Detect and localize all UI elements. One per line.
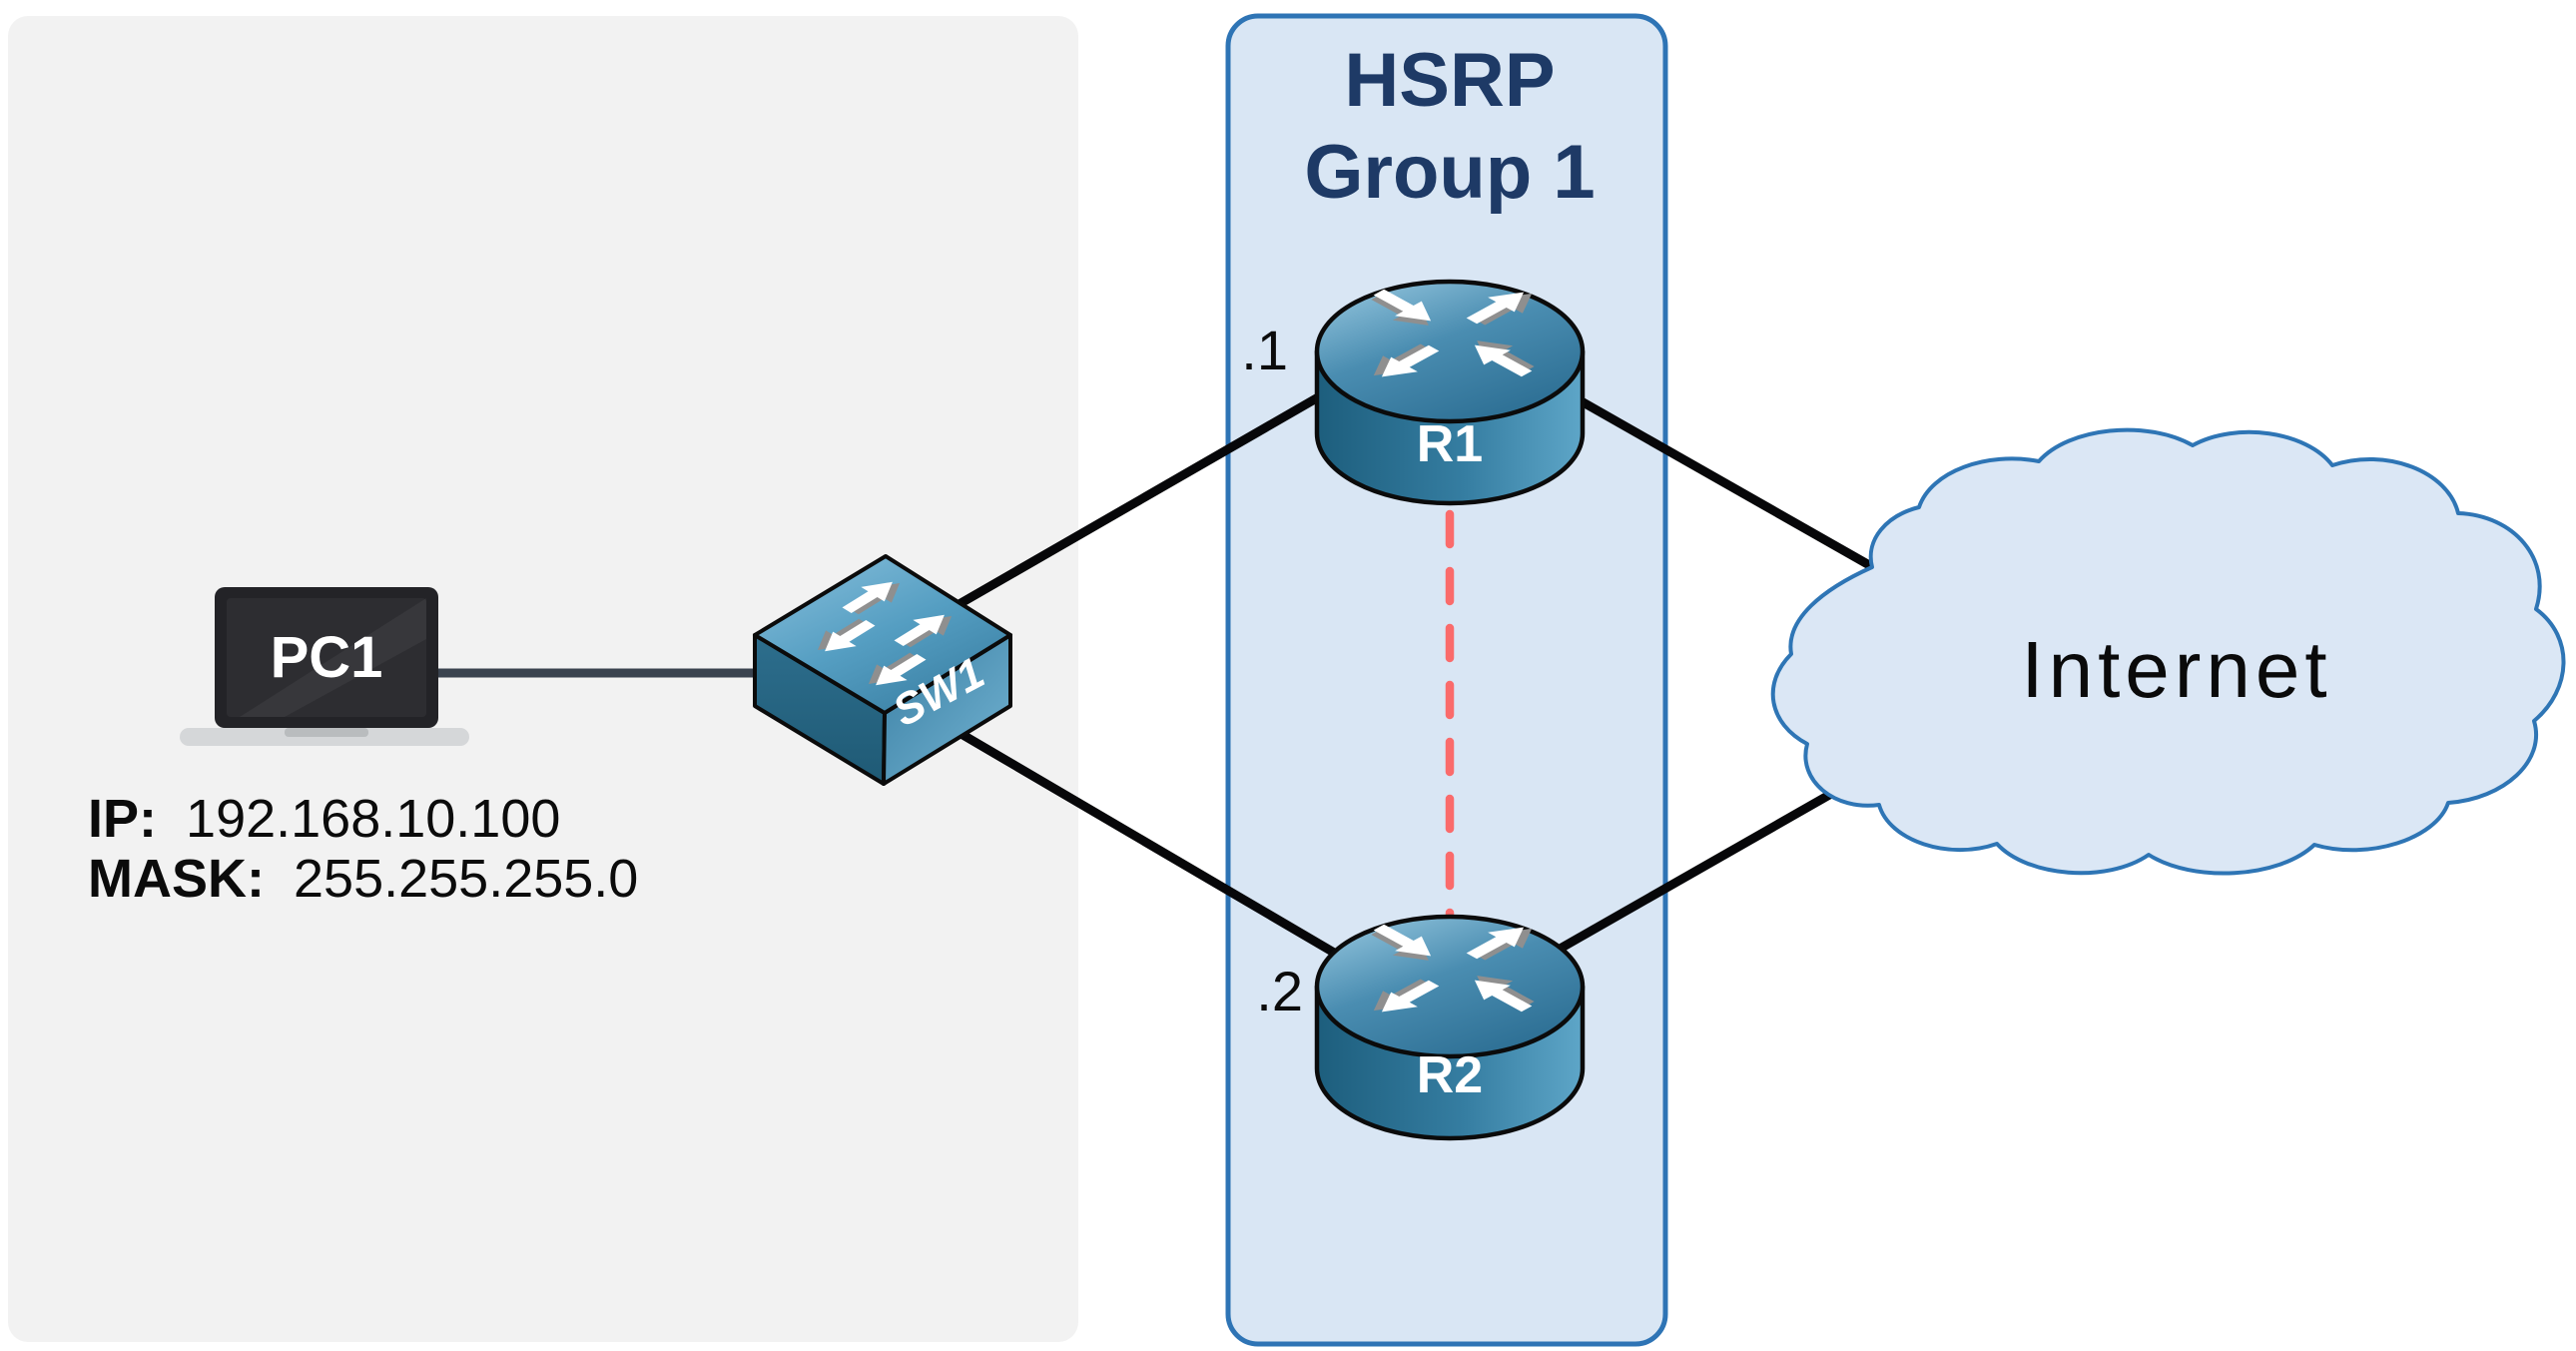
- router-icon: [1317, 917, 1583, 1138]
- switch-icon: [753, 554, 1012, 786]
- internet-node: Internet: [1770, 427, 2566, 876]
- lan-panel: [8, 16, 1078, 1342]
- laptop-icon: [180, 587, 469, 746]
- pc1-ip-line: IP: 192.168.10.100: [88, 789, 560, 849]
- r2-node: R2 .2: [1256, 917, 1583, 1138]
- pc1-node: PC1: [180, 587, 469, 746]
- ip-label: IP:: [88, 789, 157, 849]
- mask-value: 255.255.255.0: [294, 849, 638, 909]
- cloud-icon: [1770, 427, 2566, 876]
- r1-label: R1: [1417, 415, 1483, 473]
- hsrp-panel-title-line1: HSRP: [1344, 38, 1555, 123]
- r1-node: R1 .1: [1241, 282, 1583, 503]
- r2-label: R2: [1417, 1046, 1483, 1104]
- pc1-label: PC1: [271, 625, 383, 690]
- pc1-mask-line: MASK: 255.255.255.0: [88, 849, 638, 909]
- mask-label: MASK:: [88, 849, 265, 909]
- r2-interface-label: .2: [1256, 960, 1303, 1022]
- hsrp-group-panel: [1225, 13, 1668, 1347]
- internet-label: Internet: [2021, 625, 2331, 714]
- ip-value: 192.168.10.100: [186, 789, 560, 849]
- sw1-node: SW1: [753, 554, 1012, 786]
- pc1-address-info: IP: 192.168.10.100 MASK: 255.255.255.0: [88, 789, 638, 909]
- hsrp-panel-title-line2: Group 1: [1304, 130, 1595, 215]
- r1-interface-label: .1: [1241, 319, 1288, 381]
